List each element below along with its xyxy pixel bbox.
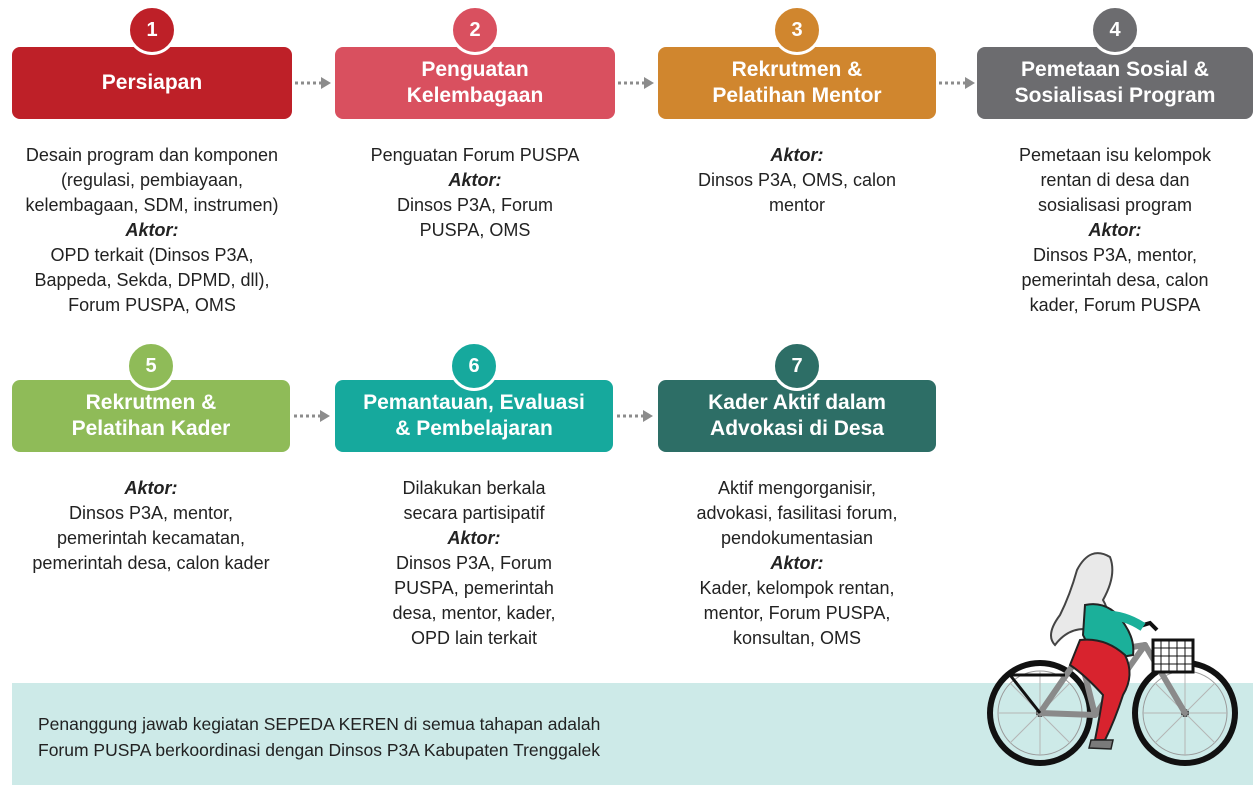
desc-line: (regulasi, pembiayaan, [60, 170, 244, 190]
aktor-line: pemerintah desa, calon kader [32, 553, 270, 573]
desc-line: Pemetaan isu kelompok [1018, 145, 1212, 165]
aktor-line: Dinsos P3A, Forum [395, 553, 553, 573]
step-3-number: 3 [791, 18, 803, 41]
footer-line-2: Forum PUSPA berkoordinasi dengan Dinsos … [38, 740, 600, 760]
step-3-title: Rekrutmen & Pelatihan Mentor [712, 57, 881, 109]
footer-text: Penanggung jawab kegiatan SEPEDA KEREN d… [38, 711, 600, 763]
step-6-number: 6 [468, 354, 480, 377]
step-5-title-line-1: Rekrutmen & [85, 391, 217, 414]
aktor-line: Dinsos P3A, mentor, [68, 503, 234, 523]
aktor-line: mentor [768, 195, 826, 215]
step-1-title-line: Persiapan [101, 71, 203, 94]
aktor-line: Dinsos P3A, mentor, [1032, 245, 1198, 265]
step-2-title-line-2: Kelembagaan [406, 84, 544, 107]
step-3-description: Aktor: Dinsos P3A, OMS, calon mentor [658, 143, 936, 218]
step-4-title-line-2: Sosialisasi Program [1014, 84, 1216, 107]
desc-line: Dilakukan berkala [402, 478, 546, 498]
step-2-title: Penguatan Kelembagaan [407, 57, 544, 109]
step-7-badge: 7 [772, 341, 822, 391]
aktor-line: Forum PUSPA, OMS [68, 295, 236, 315]
flow-arrow-6-7 [617, 410, 653, 422]
step-4-box: Pemetaan Sosial & Sosialisasi Program [977, 47, 1253, 119]
step-2-box: Penguatan Kelembagaan [335, 47, 615, 119]
step-1-box: Persiapan [12, 47, 292, 119]
step-4-title-line-1: Pemetaan Sosial & [1021, 58, 1209, 81]
step-5-number: 5 [145, 354, 157, 377]
aktor-label: Aktor: [1088, 220, 1142, 240]
step-5-title: Rekrutmen & Pelatihan Kader [72, 390, 231, 442]
aktor-label: Aktor: [124, 478, 178, 498]
aktor-line: Dinsos P3A, OMS, calon [697, 170, 897, 190]
step-5-title-line-2: Pelatihan Kader [71, 417, 231, 440]
step-7-title-line-1: Kader Aktif dalam [708, 391, 886, 414]
desc-line: sosialisasi program [1037, 195, 1193, 215]
step-6-title-line-2: & Pembelajaran [395, 417, 553, 440]
step-3-badge: 3 [772, 5, 822, 55]
flow-arrow-2-3 [618, 77, 654, 89]
step-7-title-line-2: Advokasi di Desa [710, 417, 884, 440]
aktor-line: konsultan, OMS [732, 628, 862, 648]
aktor-label: Aktor: [770, 145, 824, 165]
step-1-title: Persiapan [102, 70, 202, 96]
desc-line: advokasi, fasilitasi forum, [696, 503, 898, 523]
aktor-line: pemerintah kecamatan, [56, 528, 246, 548]
step-4-title: Pemetaan Sosial & Sosialisasi Program [1015, 57, 1216, 109]
desc-line: Aktif mengorganisir, [717, 478, 877, 498]
aktor-line: mentor, Forum PUSPA, [703, 603, 891, 623]
step-5-description: Aktor: Dinsos P3A, mentor, pemerintah ke… [0, 476, 302, 576]
step-2-title-line-1: Penguatan [421, 58, 529, 81]
step-2-number: 2 [469, 18, 481, 41]
footer-line-1: Penanggung jawab kegiatan SEPEDA KEREN d… [38, 714, 601, 734]
aktor-label: Aktor: [448, 170, 502, 190]
aktor-label: Aktor: [447, 528, 501, 548]
step-6-title: Pemantauan, Evaluasi & Pembelajaran [363, 390, 585, 442]
aktor-line: Dinsos P3A, Forum [396, 195, 554, 215]
step-7-box: Kader Aktif dalam Advokasi di Desa [658, 380, 936, 452]
desc-line: secara partisipatif [403, 503, 545, 523]
step-2-badge: 2 [450, 5, 500, 55]
step-4-description: Pemetaan isu kelompok rentan di desa dan… [977, 143, 1253, 318]
aktor-line: kader, Forum PUSPA [1029, 295, 1201, 315]
desc-line: Penguatan Forum PUSPA [370, 145, 580, 165]
step-6-badge: 6 [449, 341, 499, 391]
aktor-label: Aktor: [770, 553, 824, 573]
aktor-line: pemerintah desa, calon [1021, 270, 1209, 290]
aktor-line: PUSPA, pemerintah [394, 578, 554, 598]
step-1-badge: 1 [127, 5, 177, 55]
step-1-description: Desain program dan komponen (regulasi, p… [0, 143, 304, 318]
step-7-title: Kader Aktif dalam Advokasi di Desa [708, 390, 886, 442]
step-7-description: Aktif mengorganisir, advokasi, fasilitas… [658, 476, 936, 651]
desc-line: rentan di desa dan [1040, 170, 1190, 190]
step-6-box: Pemantauan, Evaluasi & Pembelajaran [335, 380, 613, 452]
aktor-line: Kader, kelompok rentan, [699, 578, 895, 598]
aktor-line: Bappeda, Sekda, DPMD, dll), [34, 270, 270, 290]
step-5-badge: 5 [126, 341, 176, 391]
desc-line: Desain program dan komponen [25, 145, 279, 165]
woman-on-bicycle-illustration [987, 552, 1238, 766]
step-2-description: Penguatan Forum PUSPA Aktor: Dinsos P3A,… [335, 143, 615, 243]
step-4-number: 4 [1109, 18, 1121, 41]
step-1-number: 1 [146, 18, 158, 41]
flow-arrow-5-6 [294, 410, 330, 422]
step-5-box: Rekrutmen & Pelatihan Kader [12, 380, 290, 452]
step-6-description: Dilakukan berkala secara partisipatif Ak… [335, 476, 613, 651]
flow-arrow-3-4 [939, 77, 975, 89]
aktor-line: OPD terkait (Dinsos P3A, [50, 245, 254, 265]
step-3-box: Rekrutmen & Pelatihan Mentor [658, 47, 936, 119]
step-7-number: 7 [791, 354, 803, 377]
aktor-label: Aktor: [125, 220, 179, 240]
aktor-line: desa, mentor, kader, [392, 603, 556, 623]
step-6-title-line-1: Pemantauan, Evaluasi [363, 391, 585, 414]
step-3-title-line-1: Rekrutmen & [731, 58, 863, 81]
step-3-title-line-2: Pelatihan Mentor [712, 84, 882, 107]
desc-line: kelembagaan, SDM, instrumen) [25, 195, 279, 215]
step-4-badge: 4 [1090, 5, 1140, 55]
desc-line: pendokumentasian [720, 528, 874, 548]
aktor-line: OPD lain terkait [410, 628, 538, 648]
flow-arrow-1-2 [295, 77, 331, 89]
aktor-line: PUSPA, OMS [419, 220, 531, 240]
